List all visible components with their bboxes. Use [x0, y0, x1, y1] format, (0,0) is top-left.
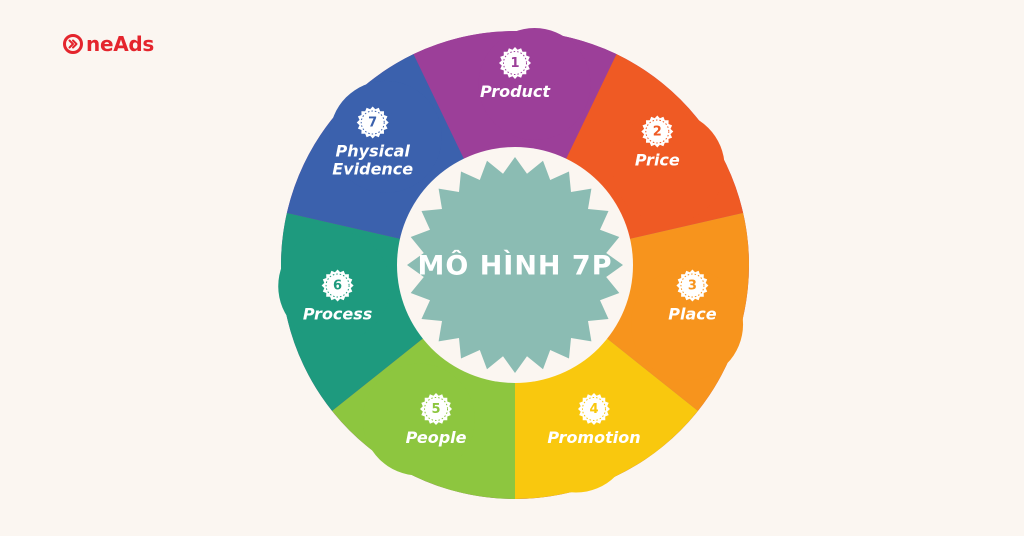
- segment-7-label: Evidence: [332, 160, 413, 179]
- segment-3-number: 3: [688, 278, 697, 293]
- segment-4-label: Promotion: [547, 428, 640, 447]
- segment-6-number: 6: [333, 278, 342, 293]
- segment-1-number: 1: [510, 56, 519, 71]
- segment-2-petal: [612, 111, 725, 224]
- segment-7-petal: [329, 80, 442, 193]
- badge-dotted-ring: [645, 119, 670, 144]
- badge-shape: [499, 47, 531, 79]
- segment-2-number: 2: [653, 125, 662, 140]
- center-starburst: [407, 157, 623, 373]
- segment-5-badge: 5: [420, 393, 452, 425]
- badge-dotted-ring: [581, 396, 606, 421]
- segment-7-badge: 7: [356, 106, 389, 139]
- segment-4-badge: 4: [578, 393, 610, 425]
- segment-7-number: 7: [368, 116, 377, 131]
- oneads-logo[interactable]: neAds: [62, 33, 154, 55]
- badge-dotted-ring: [360, 110, 385, 135]
- segment-1-badge: 1: [499, 47, 531, 79]
- oneads-logo-icon: [63, 34, 83, 54]
- segment-6-label: Process: [303, 304, 373, 323]
- segment-2-badge: 2: [641, 115, 674, 148]
- segment-3-label: Place: [668, 304, 716, 323]
- badge-dotted-ring: [325, 273, 350, 298]
- segment-3-petal: [631, 268, 744, 381]
- segment-2-label: Price: [635, 151, 680, 170]
- segment-4-number: 4: [589, 402, 598, 417]
- segment-6-badge: 6: [321, 269, 354, 302]
- badge-shape: [321, 269, 354, 302]
- badge-dotted-ring: [503, 51, 527, 75]
- segment-5-number: 5: [432, 402, 441, 417]
- badge-shape: [420, 393, 452, 425]
- segment-5-petal: [362, 363, 475, 476]
- badge-dotted-ring: [424, 396, 449, 421]
- badge-shape: [676, 269, 709, 302]
- segment-1-label: Product: [480, 82, 551, 101]
- segment-3-badge: 3: [676, 269, 709, 302]
- badge-shape: [356, 106, 389, 139]
- segment-7-label: Physical: [336, 142, 411, 161]
- badge-shape: [578, 393, 610, 425]
- logo-text: neAds: [86, 32, 155, 56]
- center-title: MÔ HÌNH 7P: [417, 250, 612, 282]
- segment-5-label: People: [406, 428, 467, 447]
- badge-shape: [641, 115, 674, 148]
- badge-dotted-ring: [680, 273, 705, 298]
